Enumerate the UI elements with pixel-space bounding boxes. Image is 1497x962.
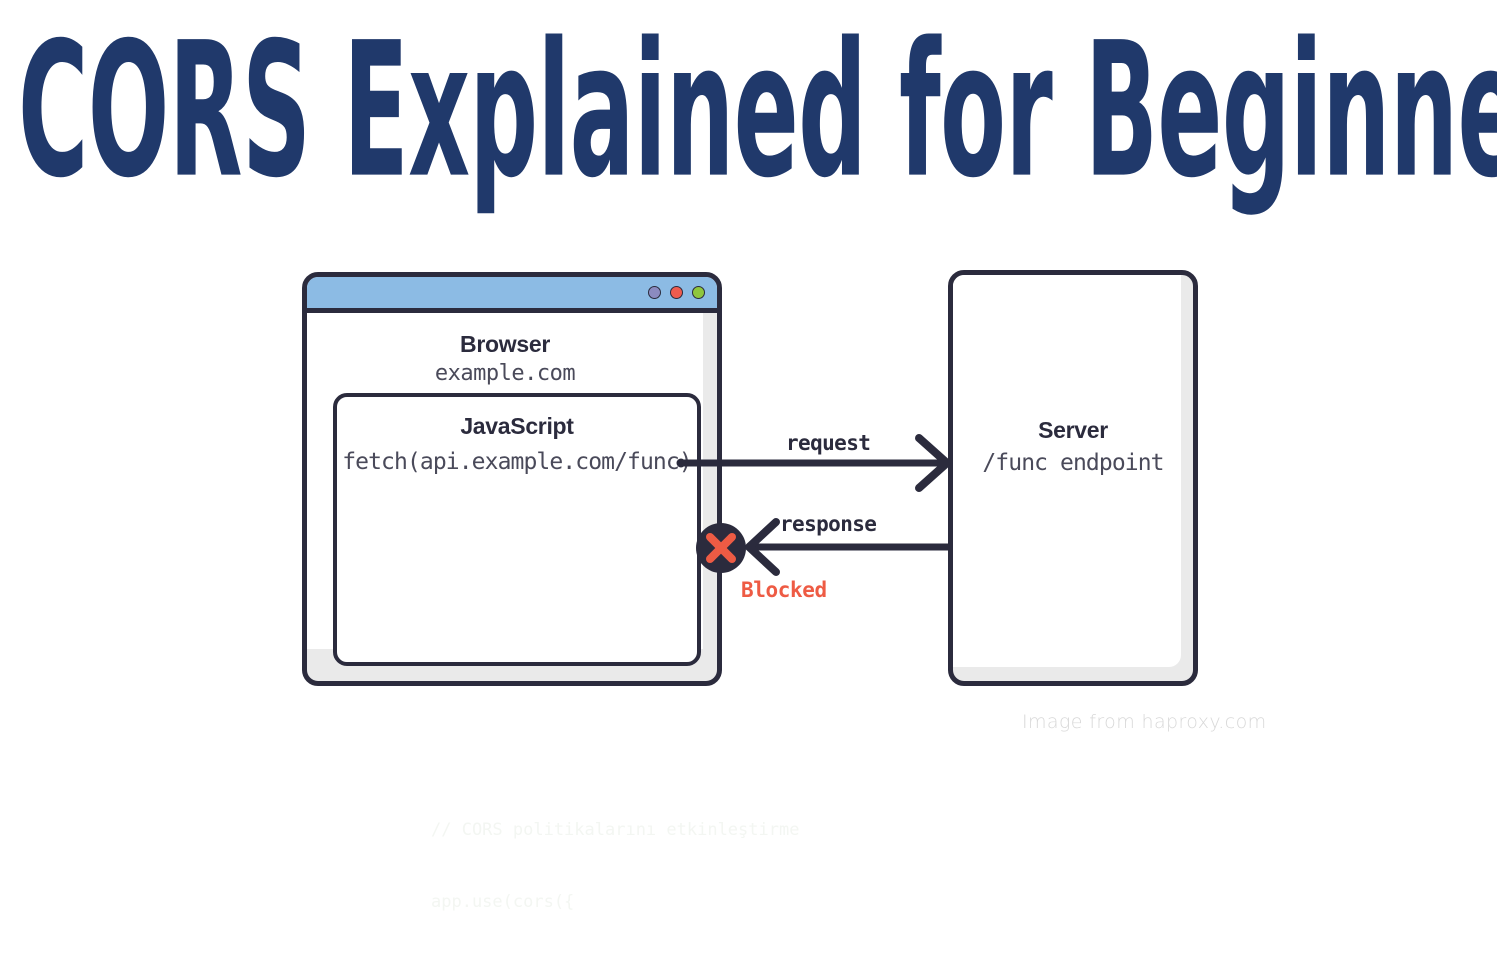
javascript-box: JavaScript fetch(api.example.com/func) [333, 393, 701, 666]
cors-diagram: // CORS politikalarını etkinleştirme app… [302, 270, 1267, 912]
fetch-call-code: fetch(api.example.com/func) [342, 449, 692, 475]
background-code-snippet: // CORS politikalarını etkinleştirme app… [431, 770, 799, 962]
server-endpoint-label: /func endpoint [982, 450, 1164, 476]
window-dot-green-icon[interactable] [692, 286, 705, 299]
browser-viewport: Browser example.com JavaScript fetch(api… [307, 313, 703, 666]
background-code-line-2: app.use(cors({ [431, 892, 575, 912]
server-box: Server /func endpoint [948, 270, 1198, 686]
arrow-layer [676, 434, 951, 576]
browser-window: Browser example.com JavaScript fetch(api… [302, 272, 722, 686]
attribution-watermark: Image from haproxy.com [1022, 711, 1267, 733]
window-dot-purple-icon[interactable] [648, 286, 661, 299]
response-arrow-label: response [780, 512, 877, 536]
request-arrow-label: request [786, 431, 871, 455]
browser-heading: Browser [460, 331, 550, 357]
window-dot-red-icon[interactable] [670, 286, 683, 299]
title-block: CORS Explained for Beginners [0, 0, 1497, 215]
blocked-label: Blocked [741, 578, 827, 602]
browser-origin-label: example.com [434, 361, 576, 386]
server-inner-panel: Server /func endpoint [953, 275, 1181, 667]
window-controls [648, 286, 705, 299]
server-heading: Server [1038, 417, 1108, 443]
background-code-line-1: // CORS politikalarını etkinleştirme [431, 820, 800, 840]
javascript-heading: JavaScript [460, 413, 574, 439]
browser-titlebar [307, 277, 717, 313]
